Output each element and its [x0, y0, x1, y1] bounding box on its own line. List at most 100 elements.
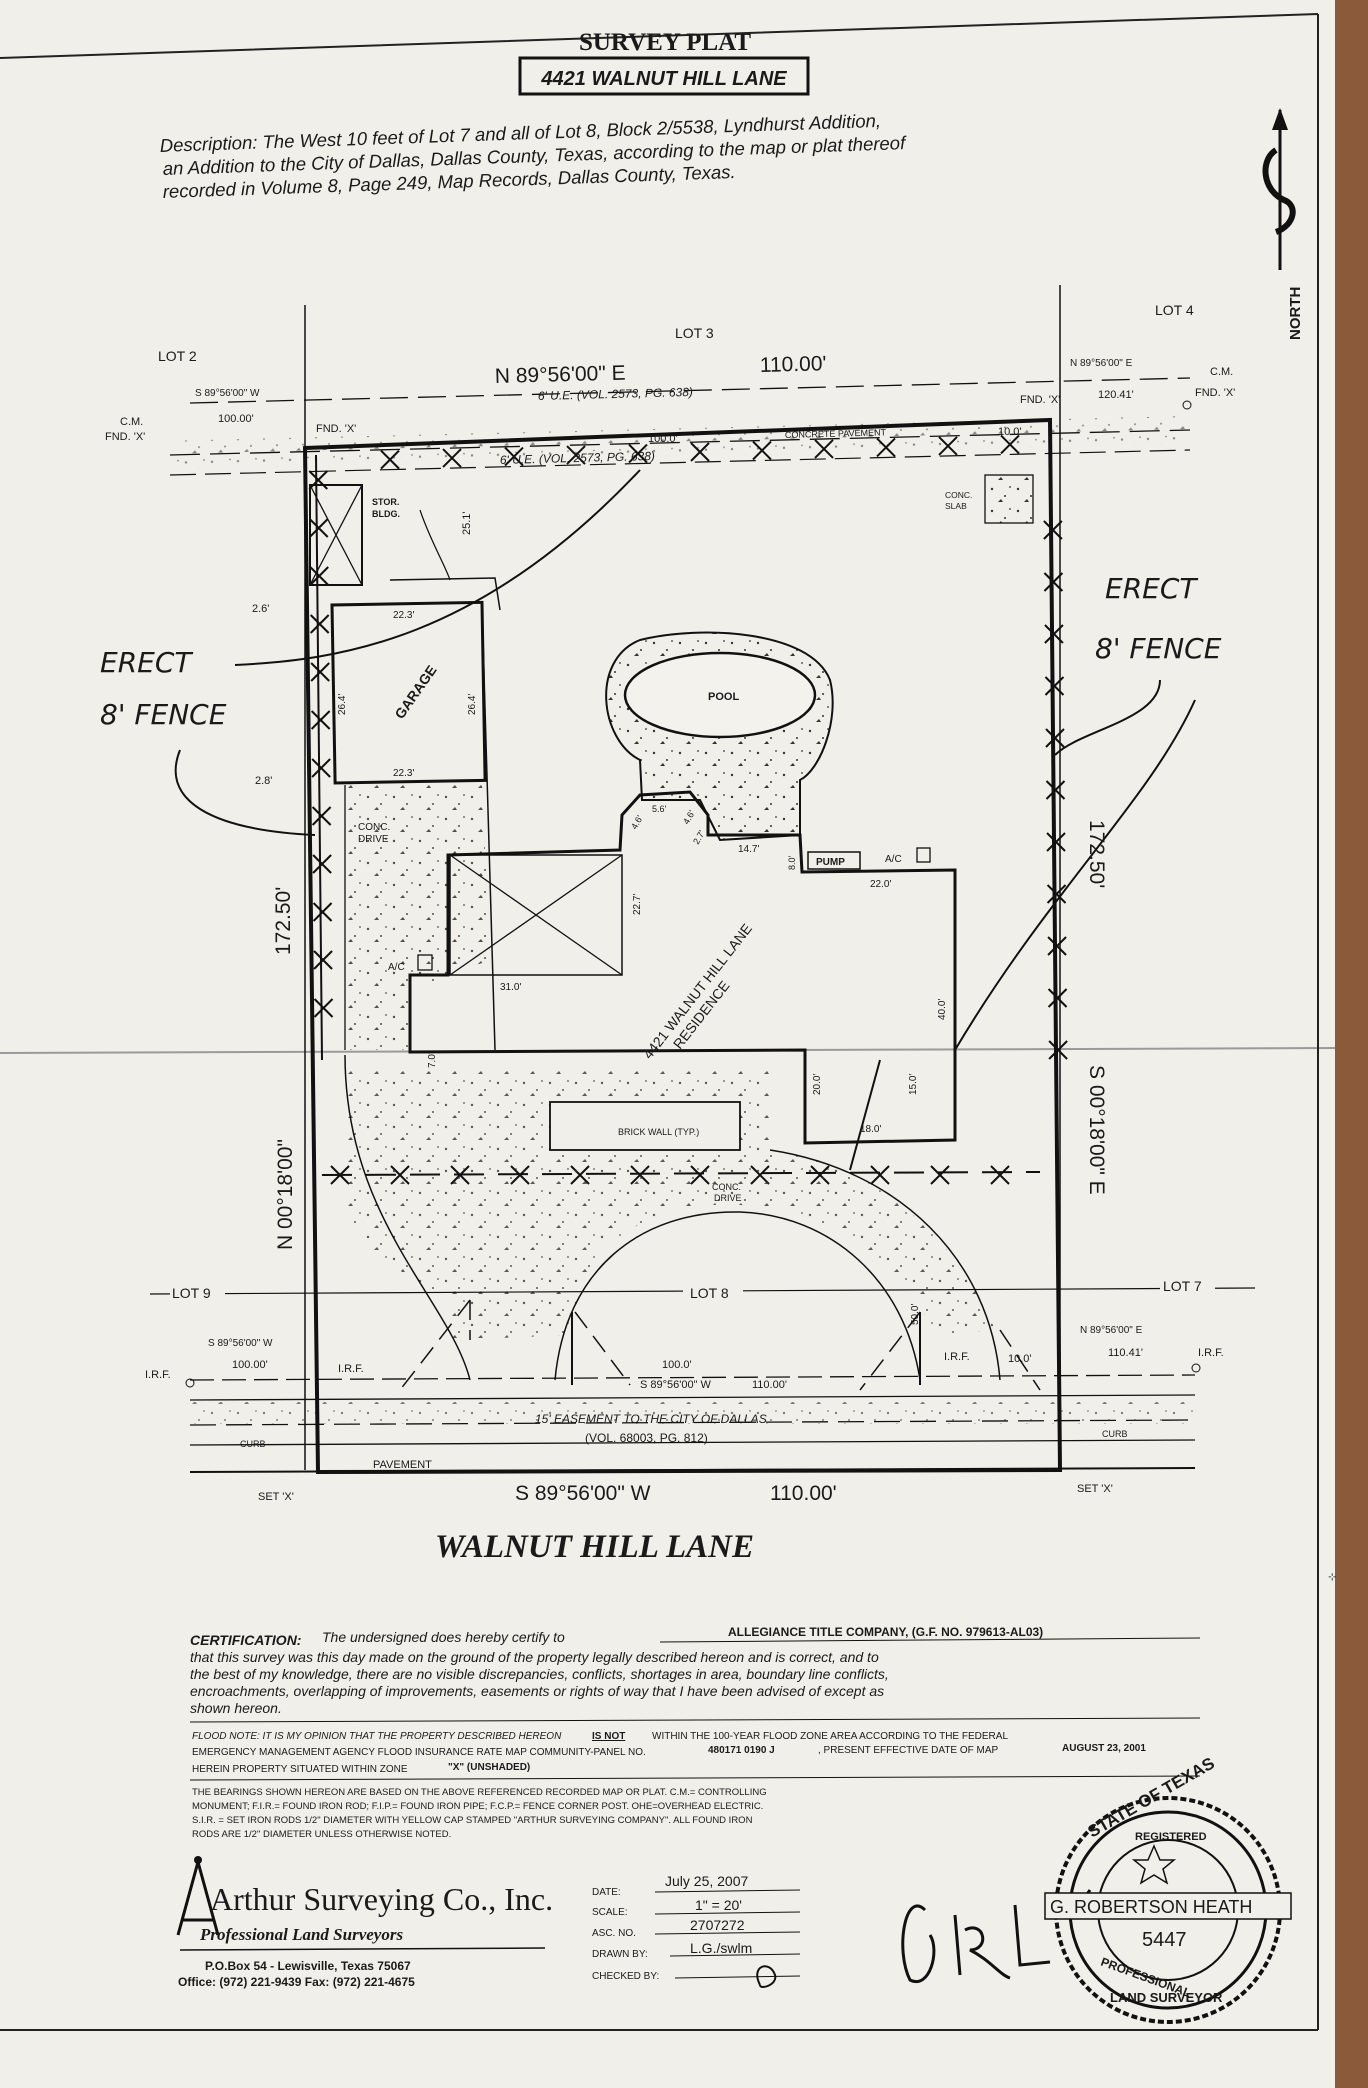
dim-2-6: 2.6': [252, 603, 269, 615]
east-distance: 172.50': [1085, 820, 1108, 888]
left-fence-arrow-1: [234, 469, 641, 666]
fence-x-mark: [876, 437, 896, 458]
dim-26-4-left: 26.4': [337, 694, 348, 715]
garage-building: [330, 600, 487, 785]
dim-10-top: 10.0': [998, 426, 1022, 438]
erect-fence-left-1: ERECT: [100, 646, 193, 679]
flood-zone: "X" (UNSHADED): [448, 1762, 530, 1773]
conc-drive-south-1: CONC.: [712, 1182, 741, 1192]
north-distance: 110.00': [760, 352, 827, 377]
checked-label: CHECKED BY:: [592, 1971, 659, 1982]
seal-name: G. ROBERTSON HEATH: [1050, 1897, 1252, 1917]
ac-unit-2: [417, 954, 433, 971]
conc-slab-label-1: CONC.: [945, 490, 972, 500]
fence-x-mark: [1045, 780, 1066, 800]
page-border: [0, 13, 1319, 2031]
west-distance: 172.50': [272, 887, 295, 955]
fence-x-mark: [1043, 572, 1064, 592]
ue-line-top: [189, 377, 1191, 404]
bearings-note-4: RODS ARE 1/2" DIAMETER UNLESS OTHERWISE …: [192, 1829, 451, 1840]
dim-22-0: 22.0': [870, 879, 891, 890]
cm-right-1: C.M.: [1210, 366, 1233, 378]
curb-line: [189, 1439, 1196, 1446]
pavement-label: PAVEMENT: [373, 1459, 432, 1471]
concrete-pavement-label: CONCRETE PAVEMENT: [785, 427, 887, 440]
bearings-note-1: THE BEARINGS SHOWN HEREON ARE BASED ON T…: [192, 1787, 767, 1798]
dim-22-7: 22.7': [632, 894, 643, 915]
dim-2-8: 2.8': [255, 775, 272, 787]
lot-7-mask: [1160, 1276, 1215, 1296]
left-fence-arrow-2: [174, 749, 316, 836]
brick-wall-label: BRICK WALL (TYP.): [618, 1127, 699, 1137]
fence-x-mark: [310, 662, 330, 682]
drawn-label: DRAWN BY:: [592, 1949, 648, 1960]
dim-31-0: 31.0': [500, 982, 521, 993]
se-ref-distance: 110.41': [1108, 1347, 1143, 1359]
dim-25-1: 25.1': [461, 511, 473, 535]
company-phone: Office: (972) 221-9439 Fax: (972) 221-46…: [178, 1975, 415, 1989]
company-address: P.O.Box 54 - Lewisville, Texas 75067: [205, 1959, 411, 1973]
plat-title: SURVEY PLAT: [579, 29, 751, 56]
compass-logo-icon: [176, 1856, 220, 1936]
certification-line-2: that this survey was this day made on th…: [190, 1649, 879, 1665]
garage-apron: [389, 577, 501, 1051]
sidewalk-stipple: [190, 1402, 1195, 1424]
certification-label: CERTIFICATION:: [190, 1632, 301, 1648]
company-tagline: Professional Land Surveyors: [199, 1925, 403, 1944]
south-drive-stipple: [345, 1070, 995, 1340]
company-rule: [179, 1947, 546, 1951]
certification-line-4: encroachments, overlapping of improvemen…: [190, 1683, 884, 1699]
drive-west-stipple: [345, 783, 490, 1050]
irf-se: I.R.F.: [944, 1351, 970, 1363]
city-easement-label: 15' EASEMENT TO THE CITY OF DALLAS: [535, 1412, 767, 1426]
dim-5-6: 5.6': [652, 804, 667, 814]
erect-fence-left-2: 8' FENCE: [100, 698, 227, 731]
fence-x-mark: [1047, 936, 1067, 956]
sw-ref-bearing: S 89°56'00" W: [208, 1338, 273, 1349]
stor-arrow: [419, 509, 451, 581]
lot-9-mask: [170, 1282, 225, 1302]
fence-x-mark: [309, 518, 329, 538]
flood-note-d: , PRESENT EFFECTIVE DATE OF MAP: [818, 1745, 999, 1756]
lot-2-label: LOT 2: [158, 348, 197, 364]
dim-14-7: 14.7': [738, 844, 759, 855]
certification-line-1: The undersigned does hereby certify to: [322, 1629, 565, 1645]
ne-ref-bearing: N 89°56'00" E: [1070, 358, 1133, 369]
seal-land-surveyor: LAND SURVEYOR: [1110, 1990, 1223, 2005]
date-label: DATE:: [592, 1887, 621, 1898]
fence-x-mark: [312, 902, 333, 922]
fence-x-mark: [504, 446, 524, 467]
cert-divider-1: [189, 1717, 1201, 1723]
fence-x-mark: [1044, 624, 1064, 644]
fence-x-mark: [313, 998, 334, 1018]
dim-22-3-top: 22.3': [393, 610, 414, 621]
flood-note-e: HEREIN PROPERTY SITUATED WITHIN ZONE: [192, 1764, 408, 1775]
irf-marker-left: [185, 1378, 195, 1388]
set-x-left: SET 'X': [258, 1491, 294, 1503]
conc-drive-west-2: DRIVE: [358, 834, 389, 845]
dim-50-0: 50.0': [910, 1304, 921, 1325]
dim-18-0: 18.0': [860, 1124, 881, 1135]
pump-label: PUMP: [816, 857, 845, 868]
fence-x-mark: [311, 758, 331, 778]
corner-mark: ⊹: [1328, 1572, 1336, 1583]
cm-left-2: FND. 'X': [105, 431, 145, 443]
lot-4-label: LOT 4: [1155, 302, 1194, 318]
address-title: 4421 WALNUT HILL LANE: [540, 68, 787, 90]
fence-x-mark: [1046, 884, 1067, 904]
asc-rule: [654, 1931, 801, 1935]
seal-registered: REGISTERED: [1135, 1831, 1207, 1843]
address-box: [518, 56, 810, 96]
property-boundary: [302, 417, 1063, 1475]
fence-x-mark: [1043, 520, 1063, 540]
circular-drive-outer: [344, 1054, 1001, 1381]
curb-left-label: CURB: [240, 1439, 266, 1449]
irf-left: I.R.F.: [145, 1369, 171, 1381]
se-ref-bearing: N 89°56'00" E: [1080, 1325, 1143, 1336]
irf-marker-right: [1191, 1363, 1201, 1373]
fence-x-mark: [309, 566, 329, 586]
south-inner-distance: 110.00': [752, 1379, 787, 1391]
pool-label: POOL: [708, 691, 739, 703]
